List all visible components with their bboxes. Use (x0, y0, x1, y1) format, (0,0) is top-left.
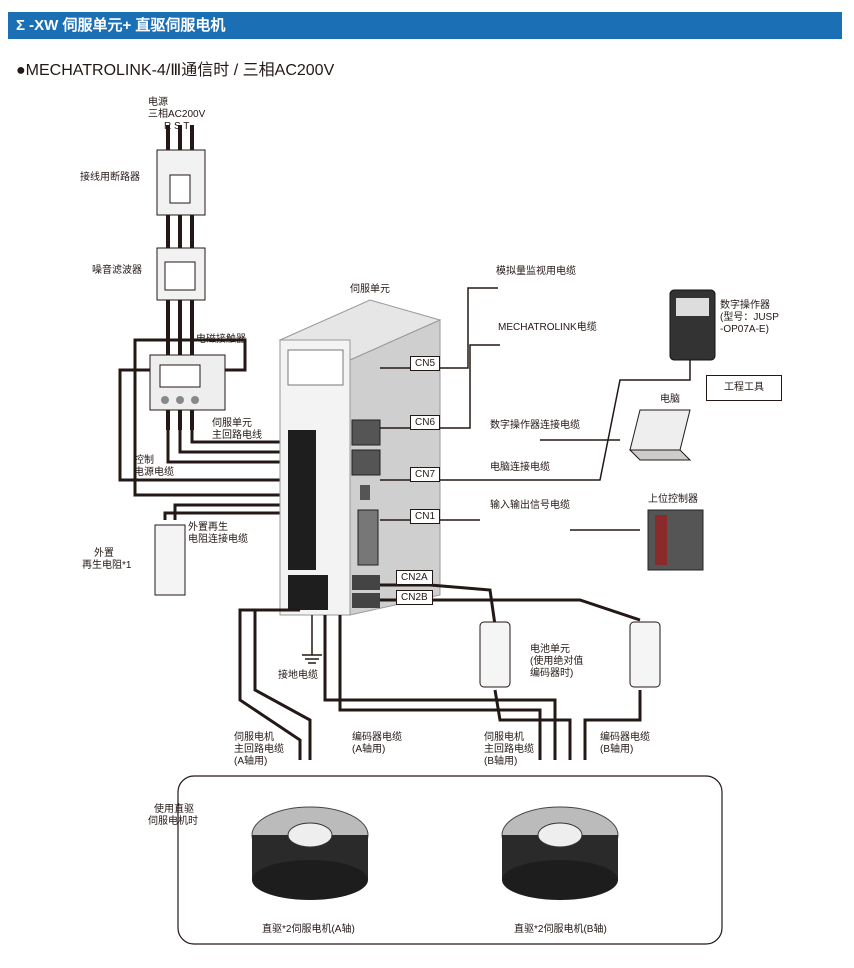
port-cn5: CN5 (410, 356, 441, 371)
encoder-cable-a-label-2: (A轴用) (352, 744, 386, 755)
io-cable-label: 输入输出信号电缆 (490, 500, 570, 511)
header-title: Σ -XW 伺服单元+ 直驱伺服电机 (16, 17, 226, 34)
regen-resistor-label-1: 外置 (94, 548, 114, 559)
pc-cable-label: 电脑连接电缆 (490, 462, 550, 473)
motor-frame (177, 775, 723, 945)
ground-symbol (302, 615, 322, 664)
port-cn6: CN6 (410, 415, 441, 430)
battery-label-2: (使用绝对值 (530, 656, 584, 667)
motor-cables (238, 583, 642, 760)
digital-operator-label-3: -OP07A-E) (720, 324, 769, 335)
mechatrolink-cable-label: MECHATROLINK电缆 (498, 322, 597, 333)
page-subtitle: ●MECHATROLINK-4/Ⅲ通信时 / 三相AC200V (16, 62, 335, 79)
direct-drive-label-1: 使用直驱 (154, 804, 194, 815)
direct-drive-label-2: 伺服电机时 (148, 816, 198, 827)
encoder-cable-a-label-1: 编码器电缆 (352, 732, 402, 743)
contactor-label: 电磁接触器 (196, 334, 246, 345)
pc-label: 电脑 (660, 394, 680, 405)
phase-labels: R S T (164, 121, 190, 132)
main-wires (118, 338, 282, 520)
port-cn2b: CN2B (396, 590, 433, 605)
regen-resistor-device (154, 524, 186, 596)
main-circuit-label-2: 主回路电线 (212, 430, 262, 441)
motor-cable-b-label-3: (B轴用) (484, 756, 518, 767)
motor-cable-a-label-3: (A轴用) (234, 756, 268, 767)
control-power-label-2: 电源电缆 (134, 467, 174, 478)
breaker-device (156, 149, 206, 216)
pc-device (628, 409, 692, 461)
header-bar: Σ -XW 伺服单元+ 直驱伺服电机 (8, 12, 842, 39)
contactor-device (149, 354, 226, 411)
analog-monitor-label: 模拟量监视用电缆 (496, 266, 576, 277)
encoder-cable-b-label-2: (B轴用) (600, 744, 634, 755)
battery-label-1: 电池单元 (530, 644, 570, 655)
encoder-cable-b-label-1: 编码器电缆 (600, 732, 650, 743)
power-label: 电源 (148, 97, 168, 108)
motor-cable-b-label-1: 伺服电机 (484, 732, 524, 743)
host-controller-device (647, 509, 704, 571)
engineering-tool-box: 工程工具 (706, 375, 782, 401)
battery-units (479, 621, 661, 688)
noise-filter-label: 噪音滤波器 (92, 265, 142, 276)
host-controller-label: 上位控制器 (648, 494, 698, 505)
digital-operator-label-1: 数字操作器 (720, 300, 770, 311)
main-circuit-label-1: 伺服单元 (212, 418, 252, 429)
port-cn1: CN1 (410, 509, 441, 524)
digital-operator-cable-label: 数字操作器连接电缆 (490, 420, 580, 431)
port-cn2a: CN2A (396, 570, 433, 585)
digital-operator-device (669, 289, 716, 361)
breaker-label: 接线用断路器 (80, 172, 140, 183)
motor-a-device (251, 806, 369, 900)
control-power-label-1: 控制 (134, 455, 154, 466)
motor-cable-a-label-1: 伺服电机 (234, 732, 274, 743)
regen-resistor-label-2: 再生电阻*1 (82, 560, 132, 571)
motor-cable-b-label-2: 主回路电缆 (484, 744, 534, 755)
servo-unit-label: 伺服单元 (350, 284, 390, 295)
motor-cable-a-label-2: 主回路电缆 (234, 744, 284, 755)
motor-b-device (501, 806, 619, 900)
noise-filter-device (156, 247, 206, 301)
servo-unit-device (278, 299, 442, 616)
port-cn7: CN7 (410, 467, 441, 482)
motor-a-label: 直驱*2伺服电机(A轴) (262, 924, 355, 935)
power-voltage-label: 三相AC200V (148, 109, 206, 120)
motor-b-label: 直驱*2伺服电机(B轴) (514, 924, 607, 935)
engineering-tool-label: 工程工具 (724, 382, 764, 393)
regen-cable-label-1: 外置再生 (188, 522, 228, 533)
battery-label-3: 编码器时) (530, 668, 574, 679)
digital-operator-label-2: (型号：JUSP (720, 312, 779, 323)
ground-cable-label: 接地电缆 (278, 670, 318, 681)
regen-cable-label-2: 电阻连接电缆 (188, 534, 248, 545)
